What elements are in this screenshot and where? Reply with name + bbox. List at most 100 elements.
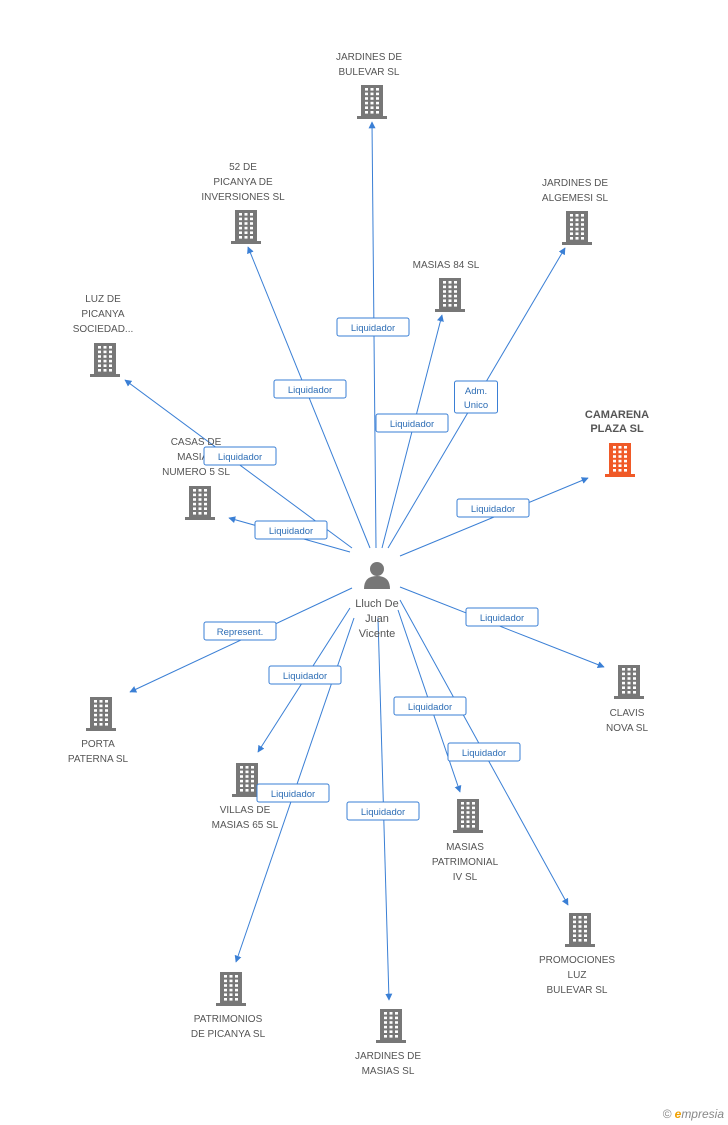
relation-badge-jardines-masias[interactable]: Liquidador	[346, 801, 420, 821]
company-label-jardines-bulevar[interactable]: BULEVAR SL	[339, 67, 400, 78]
person-name[interactable]: Juan	[365, 613, 389, 625]
building-icon-patrimonios-picanya[interactable]	[216, 972, 246, 1006]
relation-label: Liquidador	[361, 807, 405, 818]
relation-badge-box	[268, 665, 342, 685]
building-icon-luz-picanya[interactable]	[90, 343, 120, 377]
relation-badge-box	[273, 379, 347, 399]
person-name[interactable]: Lluch De	[355, 598, 398, 610]
company-label-villas-masias[interactable]: VILLAS DE	[220, 805, 271, 816]
building-icon-52-picanya[interactable]	[231, 210, 261, 244]
company-label-porta-paterna[interactable]: PATERNA SL	[68, 754, 129, 765]
company-label-jardines-bulevar[interactable]: JARDINES DE	[336, 52, 402, 63]
building-icon-masias-84[interactable]	[435, 278, 465, 312]
relation-badge-box	[393, 696, 467, 716]
relation-badge-52-picanya[interactable]: Liquidador	[273, 379, 347, 399]
relation-label: Liquidador	[462, 748, 506, 759]
company-label-casas-masias[interactable]: MASIAS	[177, 452, 215, 463]
copyright-symbol: ©	[662, 1107, 672, 1121]
relation-label: Liquidador	[218, 452, 262, 463]
building-icon-camarena[interactable]	[605, 443, 635, 477]
relation-badge-box	[454, 380, 498, 414]
relation-badge-box	[456, 498, 530, 518]
building-icon-jardines-algemesi[interactable]	[562, 211, 592, 245]
relation-badge-masias-patrimonial[interactable]: Liquidador	[393, 696, 467, 716]
relation-badge-box	[256, 783, 330, 803]
brand-name: mpresia	[681, 1107, 724, 1121]
edge-clavis-nova	[399, 586, 605, 668]
relation-label: Liquidador	[351, 323, 395, 334]
company-label-masias-84[interactable]: MASIAS 84 SL	[413, 260, 480, 271]
company-label-52-picanya[interactable]: PICANYA DE	[213, 177, 273, 188]
building-icon-jardines-bulevar[interactable]	[357, 85, 387, 119]
relation-badge-box	[465, 607, 539, 627]
person-icon[interactable]	[364, 562, 390, 589]
person-name[interactable]: Vicente	[359, 628, 396, 640]
relation-label: Liquidador	[408, 702, 452, 713]
relation-label: Represent.	[217, 627, 263, 638]
relation-badge-masias-84[interactable]: Liquidador	[375, 413, 449, 433]
relation-badge-jardines-bulevar[interactable]: Liquidador	[336, 317, 410, 337]
relation-badge-luz-picanya[interactable]: Liquidador	[203, 446, 277, 466]
company-label-masias-patrimonial[interactable]: PATRIMONIAL	[432, 857, 499, 868]
brand-initial: e	[674, 1107, 682, 1121]
relation-badge-promociones-luz[interactable]: Liquidador	[447, 742, 521, 762]
company-label-jardines-masias[interactable]: JARDINES DE	[355, 1051, 421, 1062]
relation-label: Liquidador	[283, 671, 327, 682]
building-icon-jardines-masias[interactable]	[376, 1009, 406, 1043]
company-label-promociones-luz[interactable]: BULEVAR SL	[547, 985, 608, 996]
company-label-clavis-nova[interactable]: CLAVIS	[610, 708, 645, 719]
relation-badge-porta-paterna[interactable]: Represent.	[203, 621, 277, 641]
relation-badge-box	[203, 446, 277, 466]
company-label-jardines-algemesi[interactable]: ALGEMESI SL	[542, 193, 609, 204]
brand-logo[interactable]: empresia	[675, 1107, 724, 1121]
relation-badge-jardines-algemesi[interactable]: Adm. Unico	[454, 380, 498, 414]
building-icon-porta-paterna[interactable]	[86, 697, 116, 731]
company-label-masias-patrimonial[interactable]: IV SL	[453, 872, 478, 883]
company-label-luz-picanya[interactable]: PICANYA	[81, 309, 124, 320]
company-label-52-picanya[interactable]: 52 DE	[229, 162, 257, 173]
relation-badge-box	[346, 801, 420, 821]
company-label-clavis-nova[interactable]: NOVA SL	[606, 723, 648, 734]
company-label-jardines-algemesi[interactable]: JARDINES DE	[542, 178, 608, 189]
relation-label: Liquidador	[480, 613, 524, 624]
relation-label: Liquidador	[471, 504, 515, 515]
company-label-porta-paterna[interactable]: PORTA	[81, 739, 115, 750]
relation-badge-box	[203, 621, 277, 641]
company-label-promociones-luz[interactable]: PROMOCIONES	[539, 955, 615, 966]
company-label-camarena[interactable]: PLAZA SL	[590, 423, 644, 435]
company-label-jardines-masias[interactable]: MASIAS SL	[362, 1066, 415, 1077]
building-icon-masias-patrimonial[interactable]	[453, 799, 483, 833]
relation-badge-box	[336, 317, 410, 337]
building-icon-promociones-luz[interactable]	[565, 913, 595, 947]
relation-badge-casas-masias[interactable]: Liquidador	[254, 520, 328, 540]
relation-badge-camarena[interactable]: Liquidador	[456, 498, 530, 518]
relation-label: Liquidador	[288, 385, 332, 396]
relation-label: Liquidador	[271, 789, 315, 800]
company-label-camarena[interactable]: CAMARENA	[585, 409, 649, 421]
relation-label: Liquidador	[390, 419, 434, 430]
copyright-footer: © empresia	[663, 1107, 724, 1121]
relation-label: Liquidador	[269, 526, 313, 537]
company-label-villas-masias[interactable]: MASIAS 65 SL	[212, 820, 279, 831]
relation-badge-box	[375, 413, 449, 433]
building-icon-casas-masias[interactable]	[185, 486, 215, 520]
relation-badge-patrimonios-picanya[interactable]: Liquidador	[256, 783, 330, 803]
company-label-casas-masias[interactable]: NUMERO 5 SL	[162, 467, 230, 478]
company-label-52-picanya[interactable]: INVERSIONES SL	[201, 192, 285, 203]
company-label-patrimonios-picanya[interactable]: DE PICANYA SL	[191, 1029, 266, 1040]
building-icon-villas-masias[interactable]	[232, 763, 262, 797]
company-label-promociones-luz[interactable]: LUZ	[568, 970, 587, 981]
building-icon-clavis-nova[interactable]	[614, 665, 644, 699]
relation-badge-villas-masias[interactable]: Liquidador	[268, 665, 342, 685]
company-label-luz-picanya[interactable]: LUZ DE	[85, 294, 121, 305]
company-label-patrimonios-picanya[interactable]: PATRIMONIOS	[194, 1014, 263, 1025]
company-label-casas-masias[interactable]: CASAS DE	[171, 437, 222, 448]
company-label-luz-picanya[interactable]: SOCIEDAD...	[73, 324, 134, 335]
company-label-masias-patrimonial[interactable]: MASIAS	[446, 842, 484, 853]
relation-label: Unico	[464, 400, 488, 411]
relation-badge-box	[254, 520, 328, 540]
relation-badge-clavis-nova[interactable]: Liquidador	[465, 607, 539, 627]
relation-badge-box	[447, 742, 521, 762]
relation-label: Adm.	[465, 386, 487, 397]
